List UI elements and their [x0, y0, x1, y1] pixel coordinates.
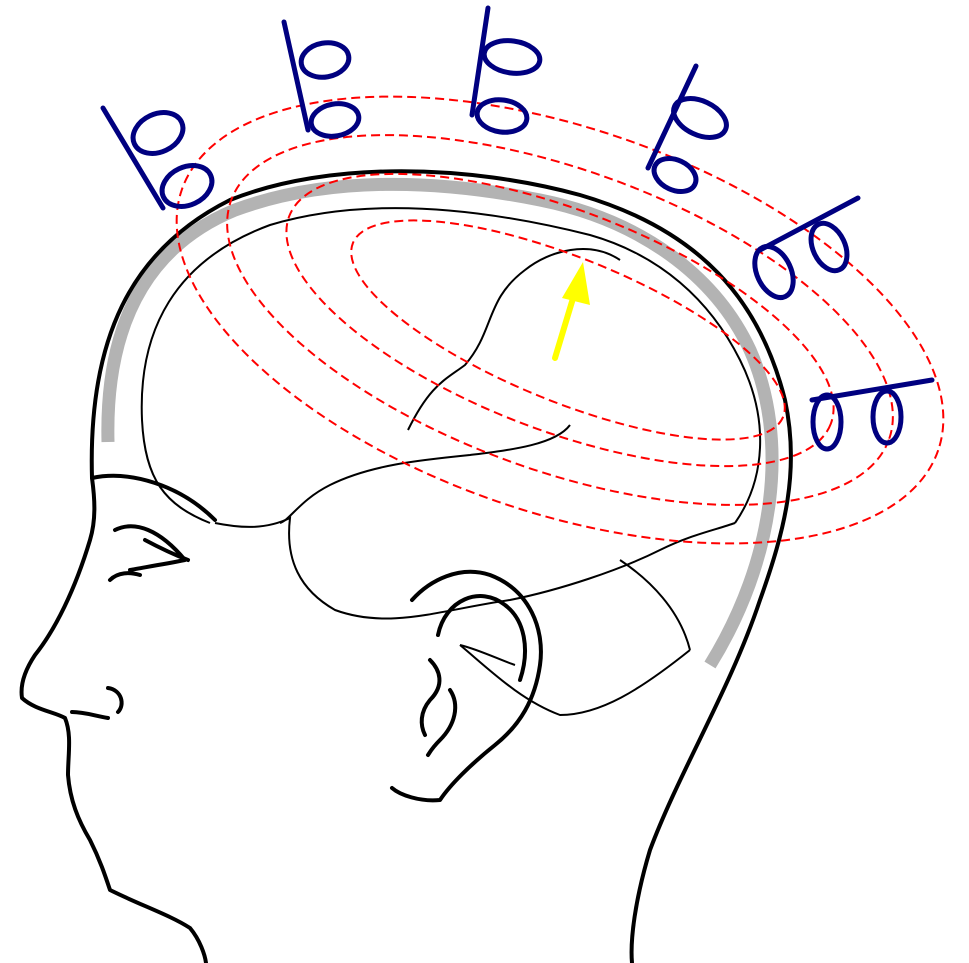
magnetic-field-lines: [119, 8, 969, 632]
pickup-coil-icon: [812, 380, 932, 449]
brow-ridge: [92, 476, 215, 520]
ear-inner-line: [460, 645, 515, 665]
pickup-coil-icon: [284, 22, 361, 140]
current-dipole-arrow: [555, 262, 590, 358]
field-line: [119, 8, 969, 632]
eye: [110, 526, 188, 580]
pickup-coil-icon: [472, 8, 542, 135]
pickup-coil-icon: [747, 198, 858, 304]
brain-outline: [142, 208, 760, 715]
pickup-coil-icon: [103, 105, 219, 214]
skull-bone: [108, 184, 772, 665]
ear: [392, 572, 541, 801]
field-line: [180, 59, 940, 580]
